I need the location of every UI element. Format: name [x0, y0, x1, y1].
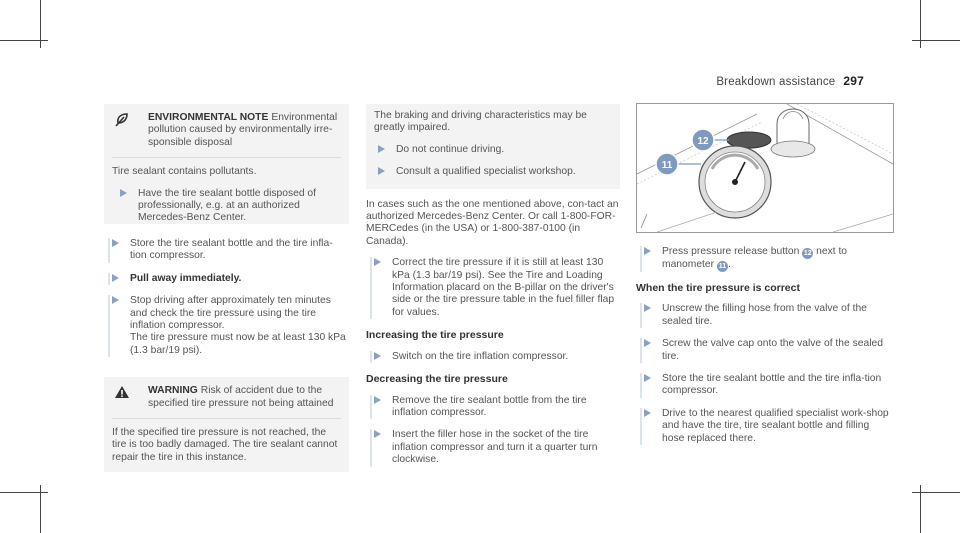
step-text: Store the tire sealant bottle and the ti… — [662, 373, 882, 397]
warning-label: WARNING — [148, 385, 198, 397]
step-arrow-icon — [374, 395, 381, 404]
note-step-text: Have the tire sealant bottle disposed of… — [138, 187, 317, 224]
step-arrow-icon — [644, 408, 651, 417]
callout-12: 12 — [697, 136, 709, 147]
crop-mark — [40, 485, 41, 533]
step-arrow-icon — [374, 351, 381, 360]
warning-body: If the specified tire pressure is not re… — [112, 427, 338, 463]
step-text: Correct the tire pressure if it is still… — [392, 257, 615, 318]
step-arrow-icon — [112, 296, 119, 305]
step-arrow-icon — [378, 144, 385, 153]
step-text: Switch on the tire inflation compressor. — [392, 350, 569, 362]
step-arrow-icon — [644, 374, 651, 383]
crop-mark — [0, 492, 48, 493]
step-extra-text: The tire pressure must now be at least 1… — [130, 332, 346, 356]
section-heading: When the tire pressure is correct — [636, 282, 800, 294]
step-item: Unscrew the filling hose from the valve … — [640, 303, 892, 329]
leaf-icon — [115, 113, 128, 127]
note-title: Environmental pollution caused by enviro… — [148, 112, 338, 148]
box-step: Do not continue driving. — [374, 144, 614, 156]
manometer-illustration: 12 11 — [636, 103, 894, 233]
step-item: Switch on the tire inflation compressor. — [370, 350, 620, 364]
crop-mark — [920, 0, 921, 48]
callout-12-badge: 12 — [802, 248, 814, 259]
box-step-text: Consult a qualified specialist workshop. — [396, 166, 576, 178]
step-text: Screw the valve cap onto the valve of th… — [662, 338, 883, 362]
step-arrow-icon — [112, 273, 119, 282]
step-text: next to manometer — [662, 246, 848, 270]
step-item: Remove the tire sealant bottle from the … — [370, 394, 620, 420]
warning-title: Risk of accident due to the specified ti… — [148, 385, 334, 409]
step-item: Store the tire sealant bottle and the ti… — [640, 373, 892, 398]
step-item: Store the tire sealant bottle and the ti… — [108, 238, 349, 263]
crop-mark — [40, 0, 41, 48]
page-number: 297 — [843, 74, 864, 88]
step-text: Pull away immediately. — [130, 272, 242, 284]
step-text: Drive to the nearest qualified specialis… — [662, 407, 889, 444]
note-step: Have the tire sealant bottle disposed of… — [116, 188, 341, 225]
step-arrow-icon — [644, 339, 651, 348]
step-arrow-icon — [112, 239, 119, 247]
section-heading: Increasing the tire pressure — [366, 329, 504, 342]
step-item: Drive to the nearest qualified specialis… — [640, 407, 892, 446]
step-item: Press pressure release button 12 next to… — [640, 246, 892, 272]
step-text: Insert the filler hose in the socket of … — [392, 429, 598, 466]
note-label: ENVIRONMENTAL NOTE — [148, 112, 269, 123]
step-text: Remove the tire sealant bottle from the … — [392, 394, 587, 418]
step-text: Unscrew the filling hose from the valve … — [662, 303, 867, 327]
section-title: Breakdown assistance — [716, 76, 836, 88]
callout-11-badge: 11 — [716, 261, 728, 272]
box-text: The braking and driving characteristics … — [374, 110, 587, 134]
step-arrow-icon — [378, 167, 385, 176]
middle-column: The braking and driving characteristics … — [366, 104, 620, 477]
step-item: Insert the filler hose in the socket of … — [370, 429, 620, 467]
divider — [112, 157, 341, 159]
step-arrow-icon — [644, 304, 651, 313]
crop-mark — [0, 40, 48, 41]
step-text: Press pressure release button — [662, 246, 800, 257]
crop-mark — [912, 40, 960, 41]
crop-mark — [912, 492, 960, 493]
step-arrow-icon — [120, 188, 127, 197]
warning-triangle-icon — [115, 386, 129, 399]
callout-11: 11 — [662, 160, 673, 171]
divider — [112, 418, 341, 420]
step-text: Store the tire sealant bottle and the ti… — [130, 238, 333, 262]
step-item: Correct the tire pressure if it is still… — [370, 257, 620, 320]
right-column: Press pressure release button 12 next to… — [636, 246, 892, 455]
page-header: Breakdown assistance 297 — [716, 74, 864, 88]
box-step-text: Do not continue driving. — [396, 143, 505, 155]
manometer-drawing: 12 11 — [637, 104, 893, 232]
section-heading: Decreasing the tire pressure — [366, 373, 508, 386]
step-arrow-icon — [374, 430, 381, 439]
crop-mark — [920, 485, 921, 533]
step-arrow-icon — [644, 247, 651, 255]
step-item: Stop driving after approximately ten min… — [108, 295, 349, 358]
contact-paragraph: In cases such as the one mentioned above… — [366, 198, 619, 247]
step-arrow-icon — [374, 258, 381, 267]
step-item: Pull away immediately. — [108, 272, 349, 286]
step-text: Stop driving after approximately ten min… — [130, 295, 331, 332]
note-body: Tire sealant contains pollutants. — [112, 166, 257, 178]
warning-continuation-box: The braking and driving characteristics … — [366, 104, 620, 189]
step-item: Screw the valve cap onto the valve of th… — [640, 338, 892, 364]
box-step: Consult a qualified specialist workshop. — [374, 166, 614, 178]
